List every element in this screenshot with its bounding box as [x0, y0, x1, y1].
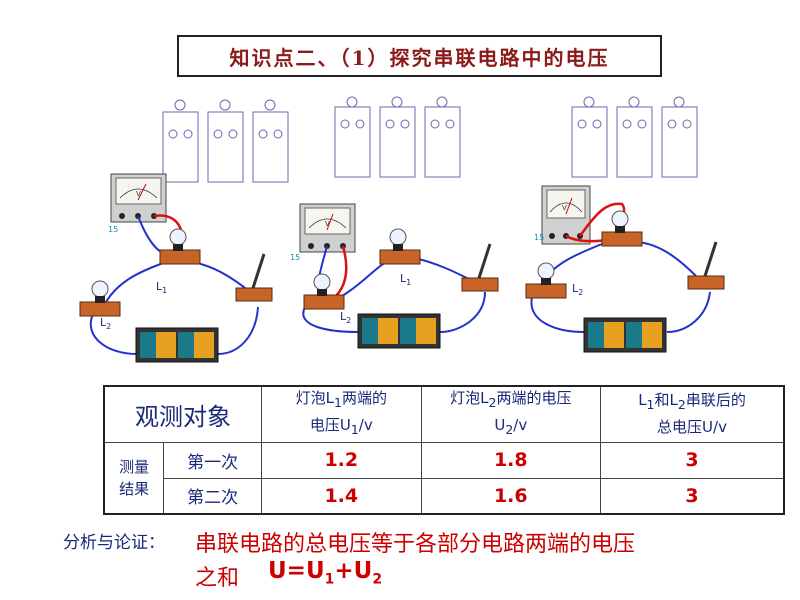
label-l1: L1: [400, 272, 411, 287]
voltmeter: V 15: [290, 203, 356, 262]
meter-unit: V: [325, 220, 330, 228]
table-header-row: 观测对象 灯泡L1两端的 电压U1/v 灯泡L2两端的电压 U2/v L1和L2…: [103, 385, 785, 443]
switch: [235, 253, 273, 302]
circuit-diagram-3: V 15 L2: [525, 96, 725, 353]
meter-tag: 15: [108, 225, 118, 234]
page-title-text: 知识点二、（1）探究串联电路中的电压: [229, 45, 610, 70]
battery-pack: [357, 313, 441, 349]
voltmeter: V 15: [108, 173, 167, 234]
label-l2: L2: [100, 316, 111, 331]
row-label: 第二次: [163, 477, 263, 515]
header-col2: 灯泡L2两端的电压 U2/v: [420, 385, 602, 443]
switch: [461, 243, 499, 292]
bulb-l1: [379, 228, 421, 265]
bulb-l2: [303, 273, 345, 310]
value-cell: 1.6: [420, 477, 602, 515]
meter-unit: V: [136, 190, 141, 198]
conclusion-line-1: 串联电路的总电压等于各部分电路两端的电压: [195, 532, 636, 557]
conclusion-line-2: 之和: [195, 566, 240, 591]
schematic-thumbnails: [162, 99, 289, 183]
label-l2: L2: [572, 282, 583, 297]
bulb-l2: [79, 280, 121, 317]
value-cell: 1.4: [261, 477, 422, 515]
label-l1: L1: [156, 280, 167, 295]
voltage-formula: U=U1+U2: [268, 558, 383, 588]
header-col1: 灯泡L1两端的 电压U1/v: [261, 385, 422, 443]
schematic-thumbnails: [571, 96, 698, 178]
bulb-l1: [601, 210, 643, 247]
measurement-table: 观测对象 灯泡L1两端的 电压U1/v 灯泡L2两端的电压 U2/v L1和L2…: [103, 385, 785, 515]
value-cell: 3: [600, 477, 785, 515]
table-row: 测量结果 第一次 1.2 1.8 3: [103, 441, 785, 515]
circuit-diagram-2: V 15 L1 L2: [290, 96, 499, 349]
label-l2: L2: [340, 310, 351, 325]
bulb-l1: [159, 228, 201, 265]
table-row: 第二次 1.4 1.6 3: [104, 477, 785, 515]
battery-pack: [583, 317, 667, 353]
analysis-label: 分析与论证：: [63, 533, 165, 553]
group-label: 测量结果: [103, 441, 165, 515]
page-title: 知识点二、（1）探究串联电路中的电压: [177, 35, 662, 77]
row-label: 第一次: [163, 441, 263, 479]
bulb-l2: [525, 262, 567, 299]
value-cell: 1.2: [261, 441, 422, 479]
meter-tag: 15: [534, 233, 544, 242]
meter-tag: 15: [290, 253, 300, 262]
battery-pack: [135, 327, 219, 363]
meter-unit: V: [562, 204, 567, 212]
value-cell: 1.8: [420, 441, 602, 479]
value-cell: 3: [600, 441, 785, 479]
circuit-diagram-1: V 15 L1 L2: [79, 99, 289, 363]
header-object: 观测对象: [103, 385, 263, 443]
schematic-thumbnails: [334, 96, 461, 178]
switch: [687, 241, 725, 290]
header-col3: L1和L2串联后的 总电压U/v: [600, 385, 785, 443]
voltmeter: V 15: [534, 185, 591, 245]
